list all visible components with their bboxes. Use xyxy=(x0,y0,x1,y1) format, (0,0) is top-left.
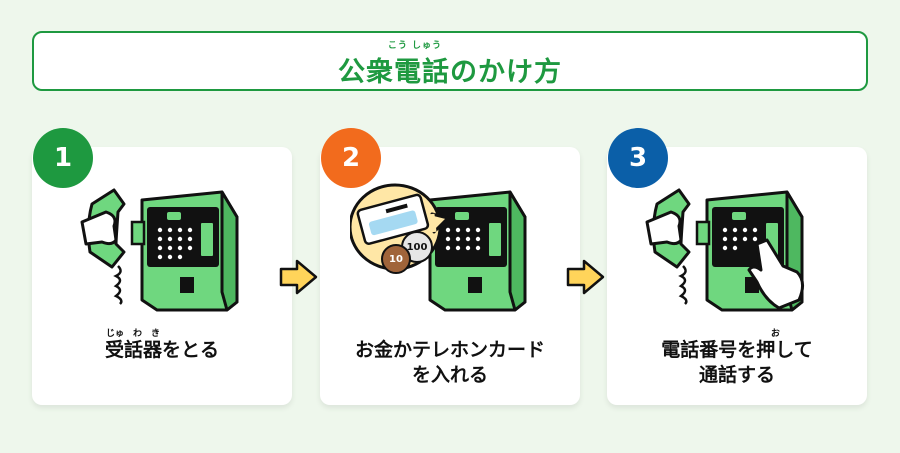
phone-coin-illustration xyxy=(350,183,527,312)
step-3-label-line2: 通話する xyxy=(698,364,775,386)
step-3-label-line1: 電話番号を押して xyxy=(661,339,813,361)
coin-100-label: 100 xyxy=(406,241,428,253)
step-2-label-line1: お金かテレホンカード xyxy=(354,339,545,361)
phone-pickup-illustration xyxy=(80,188,239,312)
step-card-1: じゅ わ き 受話器をとる xyxy=(32,147,292,405)
coin-10-label: 10 xyxy=(389,253,403,265)
step-1-ruby: じゅ わ き xyxy=(106,329,161,339)
phone-dial-illustration xyxy=(645,188,804,312)
step-2-label-line2: を入れる xyxy=(411,364,488,386)
page-title: 公衆電話のかけ方 xyxy=(338,57,562,88)
title-ruby: こう しゅう xyxy=(387,41,443,51)
step-card-3: お 電話番号を押して 通話する xyxy=(607,147,867,405)
step-2-badge: 2 xyxy=(321,128,381,188)
title-banner: こう しゅう 公衆電話のかけ方 xyxy=(32,31,868,91)
step-card-2: 100 10 お金かテレホンカード を入れる xyxy=(320,147,580,405)
arrow-right-icon xyxy=(566,259,605,295)
step-1-label-line1: 受話器をとる xyxy=(104,339,219,361)
arrow-right-icon xyxy=(279,259,318,295)
step-3-ruby: お xyxy=(771,329,781,339)
coin-10: 10 xyxy=(381,244,411,274)
step-3-badge: 3 xyxy=(608,128,668,188)
step-1-badge: 1 xyxy=(33,128,93,188)
